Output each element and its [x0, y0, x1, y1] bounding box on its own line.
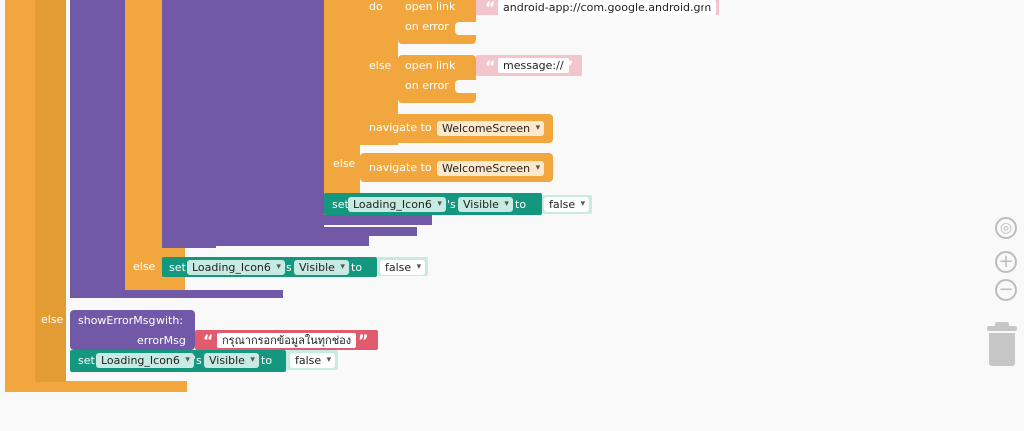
open-link-block-2[interactable] [398, 55, 476, 103]
if-else-block-outer[interactable] [5, 0, 35, 392]
procedure-block-inner-1[interactable] [162, 0, 216, 248]
else-label-navigate: else [333, 157, 356, 170]
on-error-label-2: on error [405, 79, 449, 92]
link-text-2[interactable]: message:// [498, 58, 569, 73]
to-label-3: to [261, 354, 273, 367]
possessive-label-2: 's [283, 261, 292, 274]
crosshair-icon[interactable]: ◎ [995, 217, 1017, 239]
quote-close-icon: ” [358, 331, 369, 350]
quote-open-icon: “ [485, 57, 496, 76]
else-label-level3: else [133, 260, 156, 273]
quote-close-icon: ” [698, 0, 709, 17]
quote-close-icon: ” [563, 57, 574, 76]
else-label-open-link: else [369, 59, 392, 72]
if-else-block-level3[interactable] [125, 0, 162, 290]
trash-icon[interactable] [986, 322, 1018, 368]
on-error-label-1: on error [405, 20, 449, 33]
to-label-1: to [515, 198, 527, 211]
set-label-1: set [332, 198, 349, 211]
show-error-msg-block[interactable] [70, 310, 195, 350]
procedure-block-inner-3[interactable] [270, 0, 324, 227]
navigate-to-label-2: navigate to [369, 161, 432, 174]
show-error-msg-label: showErrorMsg [78, 314, 156, 327]
error-msg-param-label: errorMsg [137, 334, 186, 347]
open-link-label-2: open link [405, 59, 456, 72]
quote-open-icon: “ [485, 0, 496, 17]
component-dropdown-2[interactable]: Loading_Icon6 [187, 260, 285, 275]
procedure-block-inner-2[interactable] [216, 0, 270, 236]
property-dropdown-2[interactable]: Visible [294, 260, 349, 275]
property-dropdown-3[interactable]: Visible [204, 353, 259, 368]
plus-icon[interactable]: + [995, 251, 1017, 273]
procedure-block-frame[interactable] [70, 0, 125, 298]
else-label-outer: else [41, 313, 64, 326]
link-text-1[interactable]: android-app://com.google.android.gm [498, 0, 717, 15]
possessive-label-1: 's [447, 198, 456, 211]
false-dropdown-2[interactable]: false [380, 260, 426, 275]
navigate-to-label-1: navigate to [369, 121, 432, 134]
false-dropdown-1[interactable]: false [544, 197, 590, 212]
do-label: do [369, 0, 383, 13]
to-label-2: to [351, 261, 363, 274]
screen-dropdown-1[interactable]: WelcomeScreen [437, 121, 545, 136]
quote-open-icon: “ [203, 331, 214, 350]
with-label: with: [156, 314, 184, 327]
set-label-3: set [78, 354, 95, 367]
if-else-block-level2[interactable] [35, 0, 66, 382]
screen-dropdown-2[interactable]: WelcomeScreen [437, 161, 545, 176]
open-link-label-1: open link [405, 0, 456, 13]
if-else-block-level4[interactable] [324, 0, 360, 215]
minus-icon[interactable]: − [995, 279, 1017, 301]
component-dropdown-1[interactable]: Loading_Icon6 [348, 197, 446, 212]
error-msg-text[interactable]: กรุณากรอกข้อมูลในทุกช่อง [217, 333, 357, 348]
possessive-label-3: 's [193, 354, 202, 367]
false-dropdown-3[interactable]: false [290, 353, 336, 368]
set-label-2: set [169, 261, 186, 274]
property-dropdown-1[interactable]: Visible [458, 197, 513, 212]
component-dropdown-3[interactable]: Loading_Icon6 [96, 353, 194, 368]
